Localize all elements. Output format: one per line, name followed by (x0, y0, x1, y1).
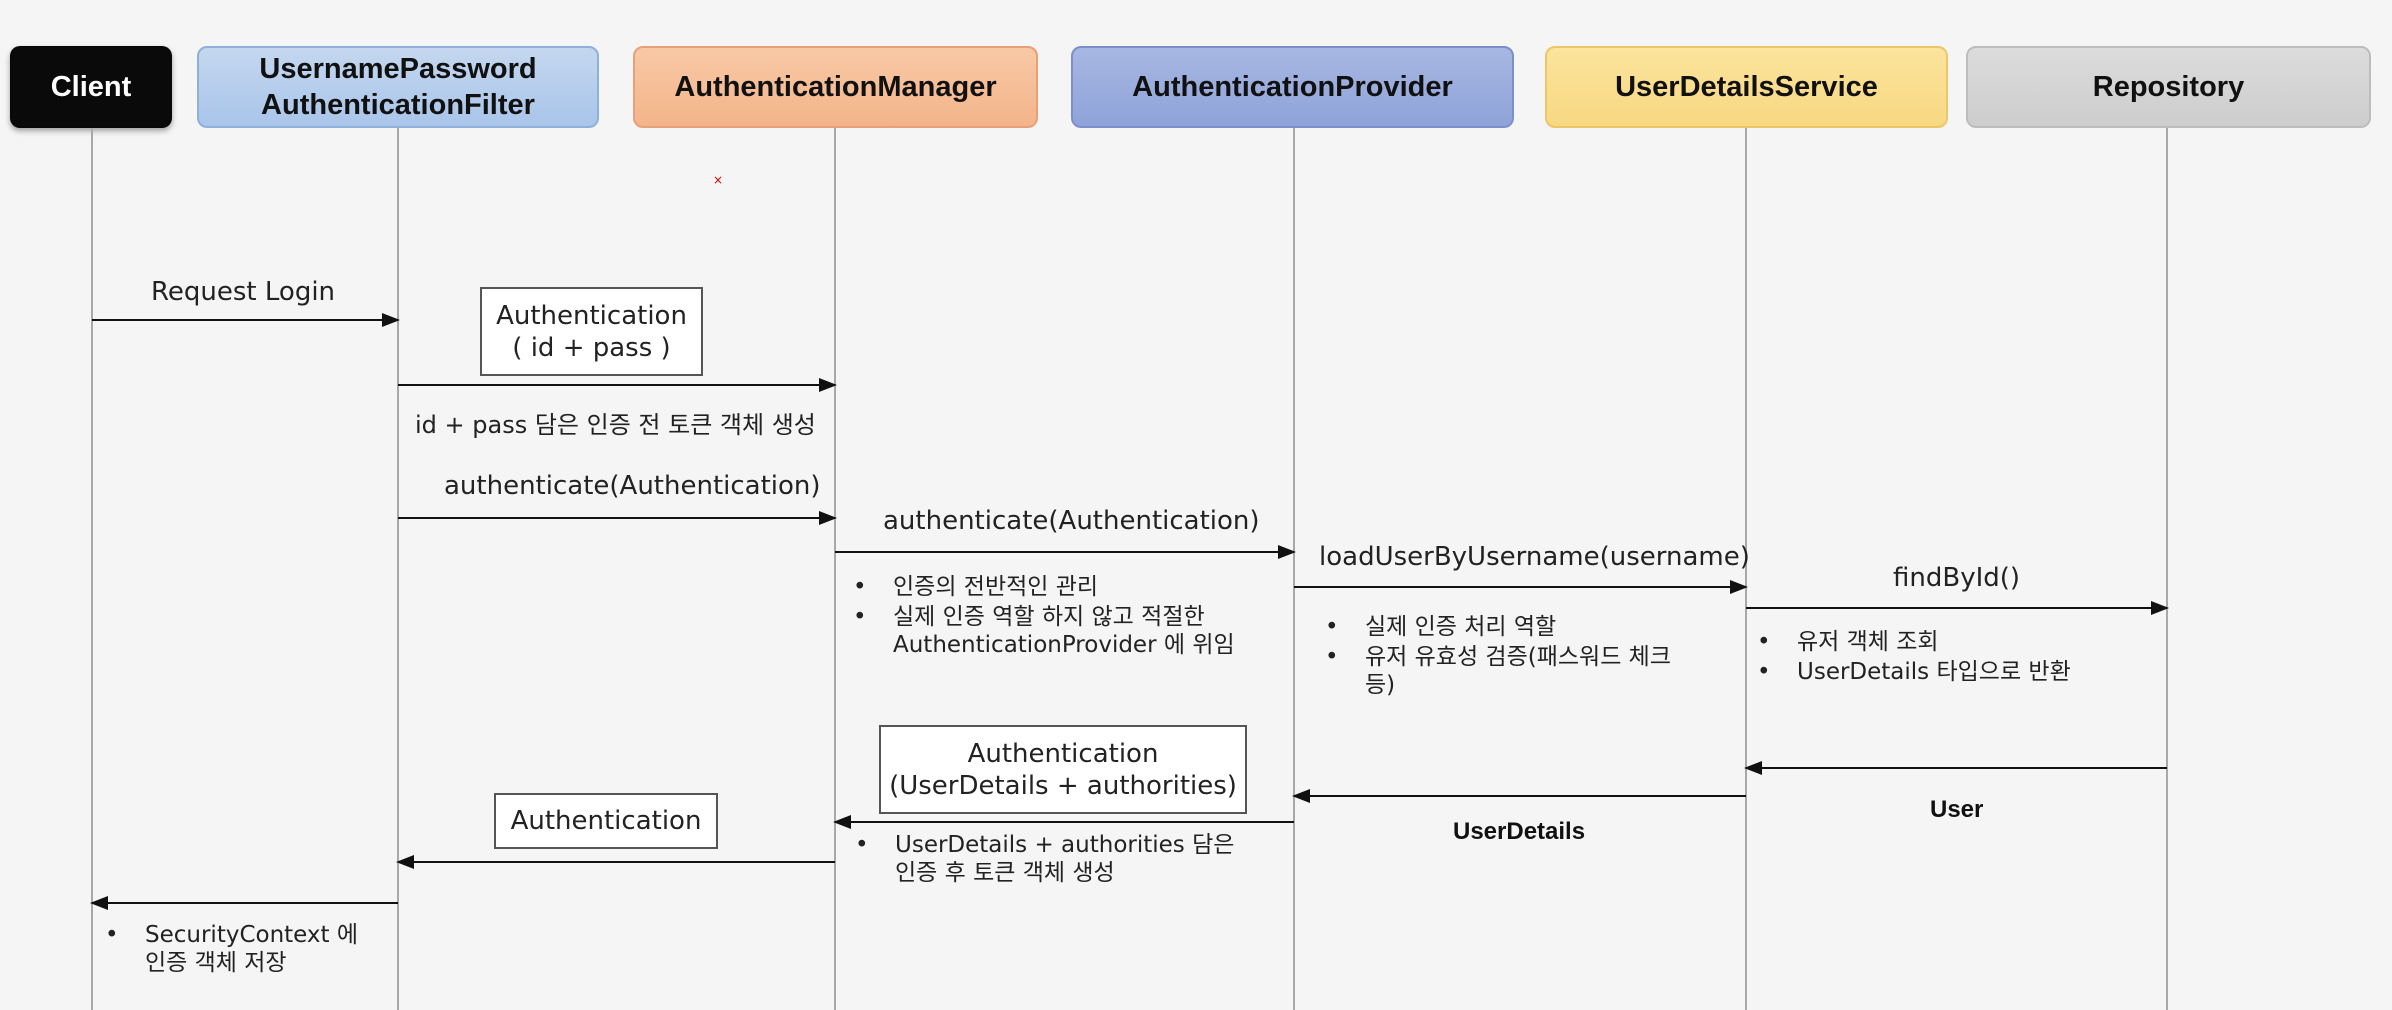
note-item: •실제 인증 처리 역할 (1325, 614, 1557, 640)
actor-authentication-filter: UsernamePassword AuthenticationFilter (197, 46, 599, 128)
notes-manager-return: •UserDetails + authorities 담은 인증 후 토큰 객체… (855, 831, 1234, 889)
note-item: •유저 객체 조회 (1757, 629, 1939, 655)
actor-client: Client (10, 46, 172, 128)
label-user: User (1930, 796, 1984, 823)
notes-manager: •인증의 전반적인 관리 •실제 인증 역할 하지 않고 적절한 Authent… (853, 573, 1235, 661)
label-token-note: id + pass 담은 인증 전 토큰 객체 생성 (415, 411, 816, 439)
label-request-login: Request Login (151, 277, 336, 307)
actor-authentication-manager: AuthenticationManager (633, 46, 1038, 128)
box-authentication-pre: Authentication ( id + pass ) (480, 287, 703, 376)
box-authentication-post: Authentication (UserDetails + authoritie… (879, 725, 1247, 814)
note-item: •인증의 전반적인 관리 (853, 574, 1099, 600)
notes-provider: •실제 인증 처리 역할 •유저 유효성 검증(패스워드 체크 등) (1325, 613, 1671, 701)
label-authenticate-2: authenticate(Authentication) (883, 506, 1260, 536)
red-x-marker: × (713, 173, 724, 187)
label-authenticate-1: authenticate(Authentication) (444, 471, 821, 501)
note-item: •UserDetails 타입으로 반환 (1757, 659, 2071, 685)
notes-user-details-service: •유저 객체 조회 •UserDetails 타입으로 반환 (1757, 628, 2071, 688)
note-item: •유저 유효성 검증(패스워드 체크 등) (1325, 644, 1671, 698)
note-item: •SecurityContext 에 인증 객체 저장 (105, 922, 359, 976)
actor-authentication-provider: AuthenticationProvider (1071, 46, 1514, 128)
label-find-by-id: findById() (1893, 563, 2021, 593)
label-load-user: loadUserByUsername(username) (1319, 542, 1750, 572)
note-item: •UserDetails + authorities 담은 인증 후 토큰 객체… (855, 832, 1235, 886)
note-item: •실제 인증 역할 하지 않고 적절한 AuthenticationProvid… (853, 604, 1235, 658)
label-user-details: UserDetails (1453, 818, 1586, 845)
notes-client-return: •SecurityContext 에 인증 객체 저장 (105, 921, 358, 979)
box-authentication-final: Authentication (494, 793, 718, 849)
actor-user-details-service: UserDetailsService (1545, 46, 1948, 128)
actor-repository: Repository (1966, 46, 2371, 128)
